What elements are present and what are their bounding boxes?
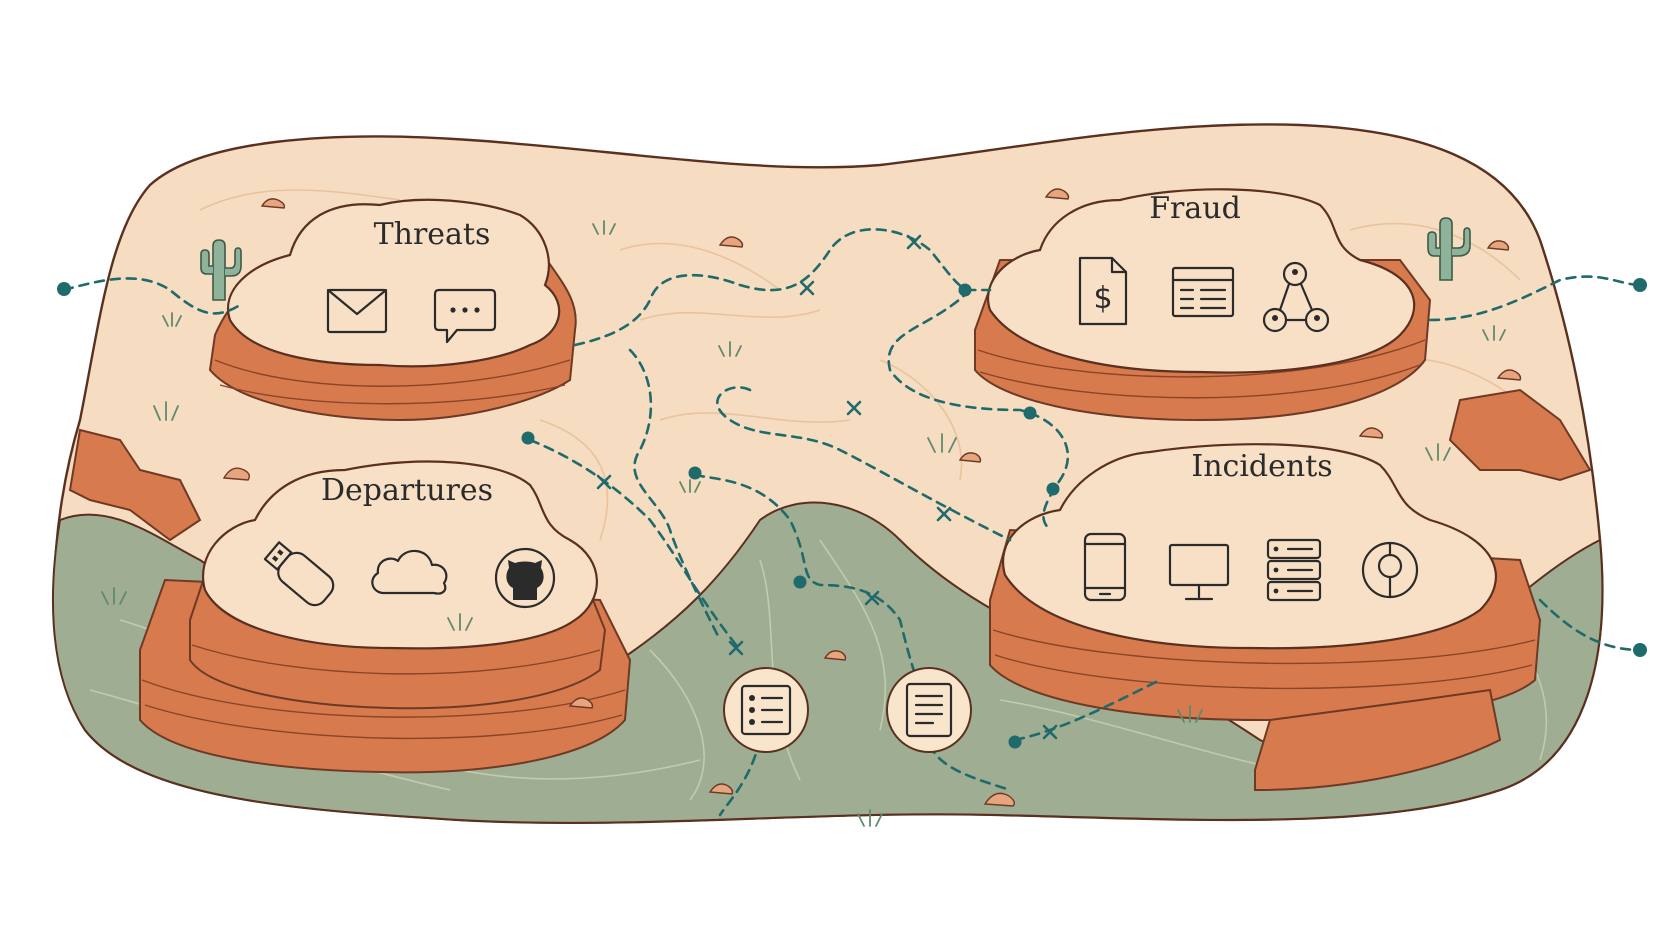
rock-decoration bbox=[1358, 427, 1384, 439]
region-title-departures: Departures bbox=[321, 473, 493, 508]
plateau-threats: Threats bbox=[208, 198, 577, 422]
grass-tuft-decoration bbox=[1425, 443, 1451, 461]
trail-network bbox=[57, 228, 1647, 817]
grass-tuft-decoration bbox=[679, 479, 701, 493]
trail-cross-marker bbox=[936, 506, 952, 522]
trail-node bbox=[57, 282, 71, 296]
rock-decoration bbox=[1496, 369, 1522, 381]
plateau-departures: Departures bbox=[139, 460, 632, 774]
region-title-incidents: Incidents bbox=[1191, 449, 1332, 484]
left-cliff bbox=[68, 388, 1592, 542]
monitor-icon bbox=[1168, 543, 1230, 601]
trail-cross-marker bbox=[596, 474, 612, 490]
usb-drive-icon bbox=[263, 541, 335, 607]
envelope-icon bbox=[326, 288, 388, 334]
rock-decoration bbox=[568, 697, 594, 709]
trail-node bbox=[1633, 643, 1647, 657]
checklist-icon bbox=[723, 667, 809, 753]
trail-node bbox=[521, 431, 535, 445]
cactus-decoration bbox=[200, 239, 242, 301]
region-title-fraud: Fraud bbox=[1149, 191, 1241, 226]
grass-tuft-decoration bbox=[927, 433, 957, 453]
rock-decoration bbox=[823, 650, 847, 661]
grass-tuft-decoration bbox=[1177, 705, 1203, 723]
trail-cross-marker bbox=[906, 234, 922, 250]
rock-decoration bbox=[1044, 188, 1070, 200]
region-title-threats: Threats bbox=[374, 217, 491, 252]
ledger-table-icon bbox=[1171, 266, 1235, 318]
cloud-icon bbox=[371, 549, 448, 595]
invoice-dollar-icon: $ bbox=[1078, 256, 1128, 326]
trail-node bbox=[958, 283, 972, 297]
plateau-incidents: Incidents bbox=[989, 443, 1542, 792]
grass-tuft-decoration bbox=[718, 341, 742, 357]
network-graph-icon bbox=[1262, 261, 1330, 333]
trail-cross-marker bbox=[728, 640, 744, 656]
rock-decoration bbox=[983, 792, 1016, 807]
cactus-decoration bbox=[1427, 217, 1471, 281]
grass-tuft-decoration bbox=[153, 401, 179, 421]
grass-tuft-decoration bbox=[162, 312, 182, 327]
grass-tuft-decoration bbox=[857, 809, 883, 827]
svg-text:$: $ bbox=[1093, 281, 1112, 316]
grass-tuft-decoration bbox=[1482, 325, 1506, 341]
rock-decoration bbox=[260, 198, 286, 209]
rock-decoration bbox=[222, 467, 251, 481]
chat-bubble-icon bbox=[433, 288, 497, 344]
smartphone-icon bbox=[1083, 532, 1127, 602]
trail-node bbox=[1023, 406, 1037, 420]
rock-decoration bbox=[708, 783, 734, 795]
document-icon bbox=[886, 667, 972, 753]
trail-node bbox=[688, 466, 702, 480]
grass-tuft-decoration bbox=[101, 587, 127, 605]
rock-decoration bbox=[1486, 240, 1510, 251]
plateau-fraud: Fraud $ bbox=[974, 188, 1432, 422]
trail-cross-marker bbox=[1042, 724, 1058, 740]
grass-tuft-decoration bbox=[447, 613, 473, 631]
rock-decoration bbox=[718, 236, 744, 248]
trail-cross-marker bbox=[864, 590, 880, 606]
trail-node bbox=[793, 575, 807, 589]
rock-decoration bbox=[958, 452, 982, 463]
server-icon bbox=[1266, 538, 1322, 602]
grass-tuft-decoration bbox=[592, 220, 616, 235]
trail-node bbox=[1008, 735, 1022, 749]
trail-cross-marker bbox=[799, 280, 815, 296]
github-icon bbox=[494, 547, 556, 609]
location-pin-icon bbox=[1361, 541, 1419, 599]
trail-node bbox=[1046, 482, 1060, 496]
trail-cross-marker bbox=[846, 400, 862, 416]
trail-node bbox=[1633, 278, 1647, 292]
